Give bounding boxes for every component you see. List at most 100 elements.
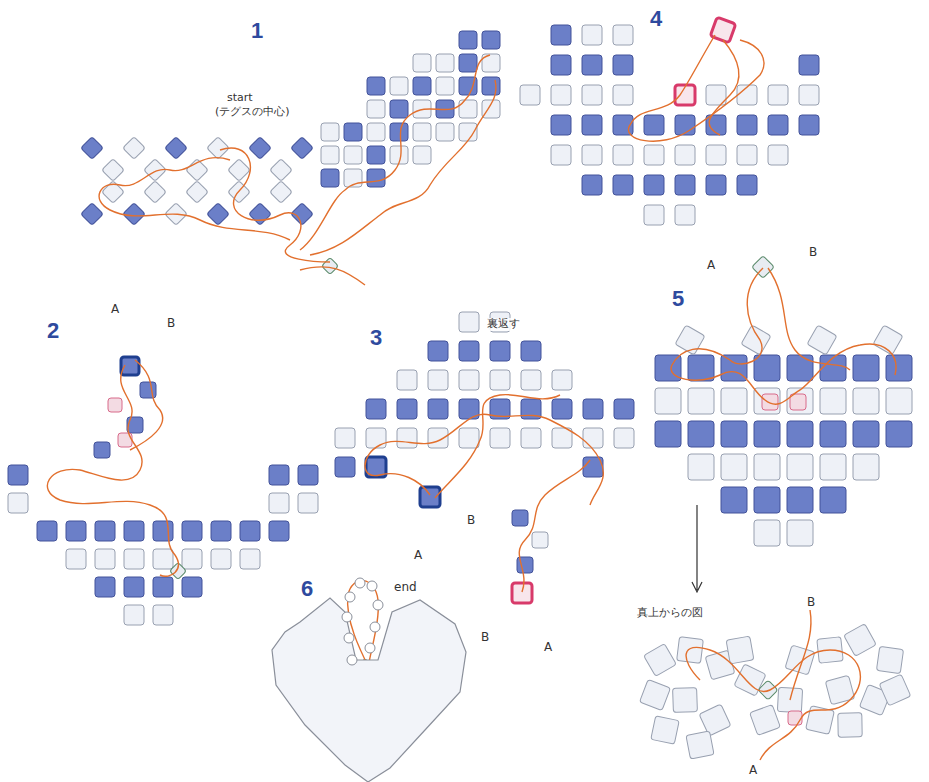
bead <box>886 421 912 447</box>
bead <box>582 145 602 165</box>
bead <box>582 25 602 45</box>
bead <box>390 100 408 118</box>
bead <box>367 146 385 164</box>
bead <box>153 605 173 625</box>
bead <box>512 583 532 603</box>
bead <box>551 85 571 105</box>
bead <box>838 713 862 737</box>
bead <box>721 388 747 414</box>
bead <box>551 25 571 45</box>
thread-label: A <box>413 549 423 563</box>
bead <box>240 549 260 569</box>
bead <box>269 465 289 485</box>
bead <box>124 521 144 541</box>
bead <box>123 137 146 160</box>
bead <box>644 644 677 677</box>
bead <box>413 54 431 72</box>
bead <box>240 521 260 541</box>
bead <box>370 622 380 632</box>
bead <box>182 549 202 569</box>
bead <box>365 643 375 653</box>
bead <box>886 355 912 381</box>
bead <box>95 521 115 541</box>
bead <box>820 487 846 513</box>
bead <box>613 55 633 75</box>
bead <box>397 428 417 448</box>
thread-label: A <box>110 303 120 317</box>
bead <box>762 394 778 410</box>
bead <box>211 549 231 569</box>
bead <box>726 636 754 664</box>
bead <box>721 487 747 513</box>
bead <box>182 521 202 541</box>
bead <box>552 399 572 419</box>
bead <box>754 421 780 447</box>
bead <box>436 77 454 95</box>
bead <box>108 398 122 412</box>
thread-label: A <box>706 259 716 273</box>
bead <box>390 77 408 95</box>
bead <box>397 370 417 390</box>
bead <box>688 355 714 381</box>
bead <box>367 100 385 118</box>
bead <box>768 145 788 165</box>
bead <box>787 487 813 513</box>
bead <box>655 388 681 414</box>
bead <box>335 428 355 448</box>
bead <box>249 203 272 226</box>
bead <box>436 123 454 141</box>
thread-label: B <box>480 631 490 645</box>
bead <box>613 85 633 105</box>
bead <box>270 181 293 204</box>
bead <box>291 137 314 160</box>
step-number: 1 <box>250 18 264 43</box>
bead <box>787 421 813 447</box>
bead <box>366 399 386 419</box>
bead <box>820 421 846 447</box>
bead <box>66 549 86 569</box>
bead <box>768 115 788 135</box>
bead <box>413 77 431 95</box>
bead <box>322 258 339 275</box>
bead <box>754 454 780 480</box>
bead <box>699 704 731 736</box>
thread-label: B <box>466 514 476 528</box>
bead <box>787 388 813 414</box>
thread-label: A <box>543 641 553 655</box>
bead <box>298 493 318 513</box>
bead <box>754 487 780 513</box>
bead <box>582 55 602 75</box>
bead <box>269 493 289 513</box>
bead <box>644 115 664 135</box>
thread-label: end <box>393 581 418 595</box>
bead <box>512 510 528 526</box>
bead <box>186 181 209 204</box>
thread-label: 真上からの図 <box>636 607 704 620</box>
bead <box>182 577 202 597</box>
bead <box>754 520 780 546</box>
bead <box>367 581 377 591</box>
bead <box>490 341 510 361</box>
bead <box>344 146 362 164</box>
bead-loop <box>342 578 383 665</box>
bead <box>367 123 385 141</box>
bead <box>721 454 747 480</box>
bead <box>688 454 714 480</box>
bead <box>655 421 681 447</box>
bead <box>721 355 747 381</box>
bead <box>81 203 104 226</box>
bead <box>582 85 602 105</box>
bead <box>521 370 541 390</box>
bead <box>820 388 846 414</box>
bead <box>787 454 813 480</box>
bead <box>459 428 479 448</box>
bead <box>153 577 173 597</box>
bead <box>521 341 541 361</box>
bead <box>644 175 664 195</box>
bead <box>613 25 633 45</box>
bead <box>66 521 86 541</box>
bead <box>876 646 903 673</box>
bead <box>459 312 479 332</box>
step-number: 2 <box>46 318 60 343</box>
